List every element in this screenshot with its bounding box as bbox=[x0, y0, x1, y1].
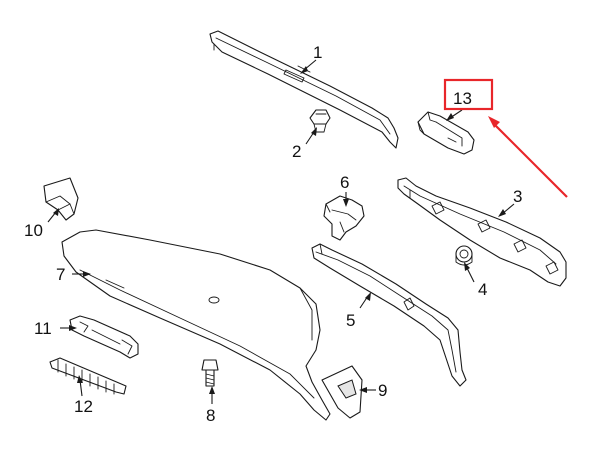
part-3-side-panel bbox=[397, 177, 567, 287]
callout-11: 11 bbox=[34, 319, 52, 338]
part-8-bolt bbox=[201, 359, 219, 387]
highlight-arrowhead bbox=[488, 116, 500, 128]
callout-12: 12 bbox=[74, 397, 93, 416]
highlight-arrow bbox=[493, 123, 568, 198]
callout-4: 4 bbox=[478, 280, 487, 299]
part-5-lower-trim bbox=[311, 243, 467, 387]
part-4-nut bbox=[455, 245, 473, 266]
callout-9: 9 bbox=[378, 381, 387, 400]
callout-2: 2 bbox=[292, 142, 301, 161]
callout-10: 10 bbox=[24, 221, 43, 240]
part-12-seal-strip bbox=[49, 357, 127, 395]
callout-13: 13 bbox=[453, 89, 472, 108]
highlight-callout-13 bbox=[443, 78, 568, 198]
callout-3: 3 bbox=[513, 187, 522, 206]
part-7-spoiler bbox=[61, 229, 331, 421]
callout-7: 7 bbox=[56, 265, 65, 284]
highlight-box bbox=[443, 78, 494, 111]
part-9-cap bbox=[321, 365, 363, 419]
leader-lines bbox=[47, 59, 515, 404]
part-10-cap bbox=[43, 177, 79, 221]
part-6-bracket bbox=[323, 195, 365, 241]
part-2-clip bbox=[309, 109, 331, 133]
part-1-trim-strip bbox=[209, 30, 399, 149]
callout-1: 1 bbox=[313, 43, 322, 62]
callout-6: 6 bbox=[340, 173, 349, 192]
part-13-bracket bbox=[417, 111, 475, 155]
part-11-bracket bbox=[69, 315, 139, 359]
callout-labels: 1 2 3 4 5 6 7 8 9 10 11 12 13 bbox=[24, 43, 522, 425]
callout-8: 8 bbox=[206, 406, 215, 425]
callout-5: 5 bbox=[346, 311, 355, 330]
